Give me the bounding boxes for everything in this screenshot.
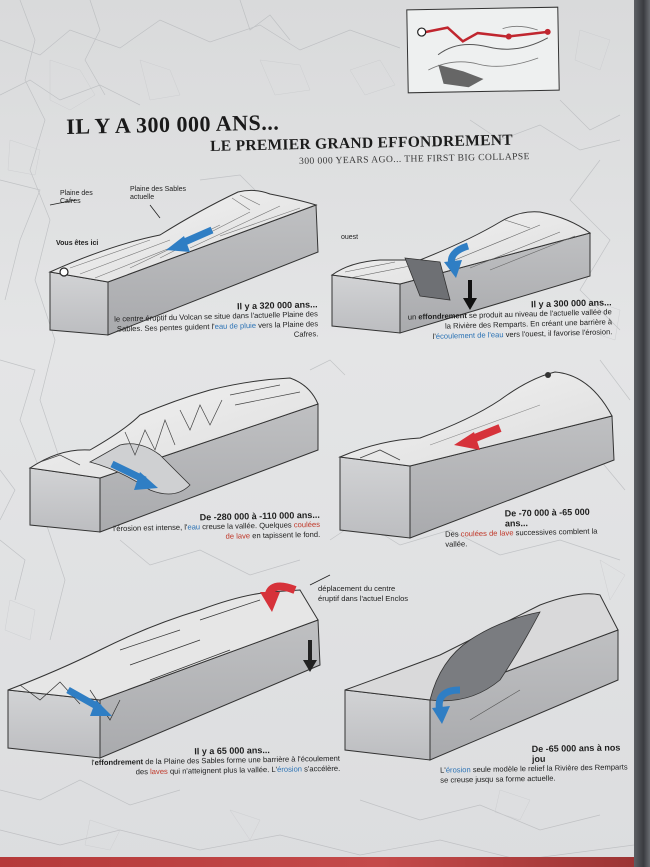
diagram-65000-present	[344, 593, 619, 761]
caption-text: coulées de lave	[460, 528, 514, 539]
caption-text: eau	[187, 522, 201, 532]
block-diagrams	[7, 189, 619, 761]
label-vous-etes-ici: Vous êtes ici	[56, 240, 99, 247]
label-ouest: ouest	[341, 234, 359, 241]
diagram-320000	[48, 189, 319, 336]
caption-text: vers la Plaine des Cafres.	[255, 319, 319, 339]
caption-65000-present: De -65 000 ans à nos jou L'érosion seule…	[440, 742, 631, 785]
caption-text: Des	[445, 529, 461, 539]
caption-text: vers l'ouest, il favorise l'érosion.	[503, 327, 613, 340]
caption-text: laves	[149, 766, 168, 777]
bottom-red-strip	[0, 857, 634, 867]
caption-70000: De -70 000 à -65 000 ans... Des coulées …	[445, 506, 616, 550]
label-plaine-des-cafres: Plaine des Cafres	[60, 190, 93, 205]
caption-text: l'érosion est intense, l'	[113, 522, 188, 534]
caption-text: effondrement	[94, 757, 144, 768]
diagram-280000-110000	[28, 377, 319, 533]
diagram-65000	[7, 574, 331, 759]
caption-300000: Il y a 300 000 ans... un effondrement se…	[402, 297, 613, 342]
caption-heading: De -65 000 ans à nos jou	[531, 742, 621, 765]
caption-text: érosion	[445, 765, 471, 775]
caption-text: en tapissent le fond.	[250, 529, 321, 541]
caption-text: érosion	[276, 764, 303, 774]
label-plaine-des-sables: Plaine des Sables actuelle	[130, 186, 187, 201]
sign-frame-edge	[634, 0, 650, 867]
caption-280000: De -280 000 à -110 000 ans... l'érosion …	[112, 510, 321, 544]
information-sign: IL Y A 300 000 ANS... LE PREMIER GRAND E…	[0, 0, 634, 867]
caption-65000: Il y a 65 000 ans... l'effondrement de l…	[90, 744, 340, 778]
caption-text: effondrement	[418, 311, 467, 322]
locator-map-drawing	[417, 25, 551, 88]
diagram-70000-65000	[338, 371, 615, 539]
label-deplacement: déplacement du centre éruptif dans l'act…	[318, 584, 409, 603]
caption-text: eau de pluie	[214, 320, 257, 331]
caption-heading: De -70 000 à -65 000 ans...	[504, 506, 590, 529]
diagram-300000	[330, 211, 592, 334]
caption-text: s'accélère.	[301, 763, 341, 774]
caption-text: qui n'atteignent plus la vallée. L'	[167, 764, 278, 776]
locator-map	[406, 6, 560, 94]
caption-320000: Il y a 320 000 ans... le centre éruptif …	[110, 299, 319, 344]
caption-text: écoulement de l'eau	[435, 330, 504, 341]
